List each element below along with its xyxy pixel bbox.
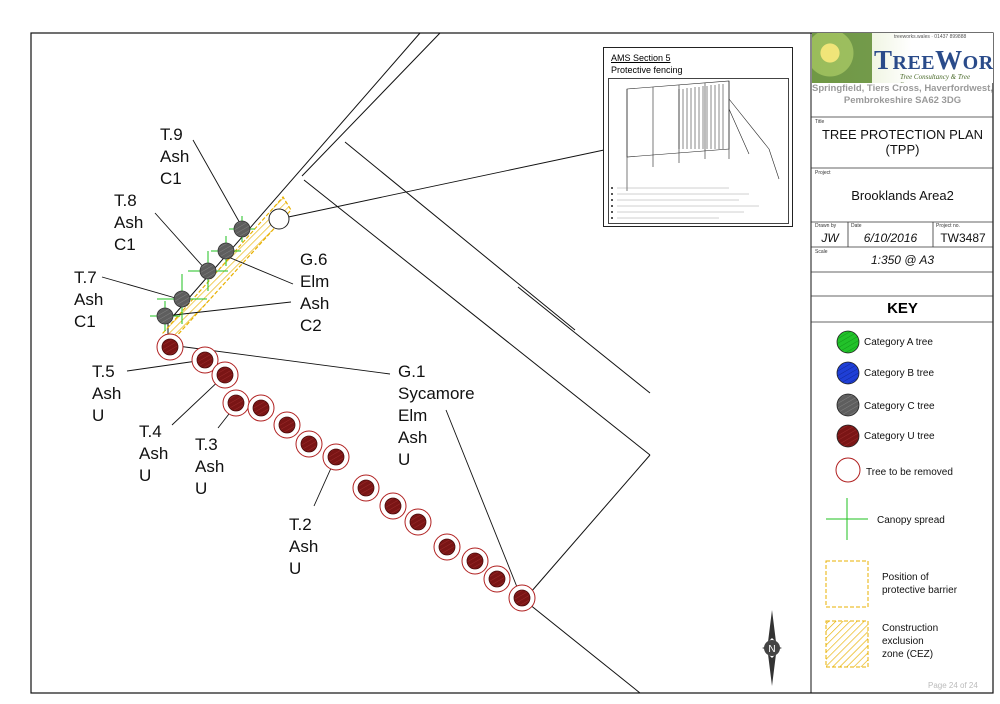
category-u-tree-marker bbox=[227, 394, 245, 412]
leaf-logo-icon bbox=[812, 33, 872, 83]
inset-subheading: Protective fencing bbox=[611, 65, 683, 75]
label-t7: T.7 Ash C1 bbox=[74, 268, 104, 331]
label-t9: T.9 Ash C1 bbox=[160, 125, 190, 188]
scale-caption: Scale bbox=[815, 249, 828, 255]
drawn-by: JW bbox=[821, 231, 839, 245]
date-caption: Date bbox=[851, 223, 862, 229]
key-item-cez: Construction exclusion zone (CEZ) bbox=[882, 623, 939, 660]
category-u-tree-marker bbox=[196, 351, 214, 369]
label-t4: T.4 Ash U bbox=[139, 422, 169, 485]
fencing-illustration bbox=[611, 80, 780, 219]
drawing-date: 6/10/2016 bbox=[863, 231, 918, 245]
key-item-category-b: Category B tree bbox=[864, 368, 935, 379]
key-symbols bbox=[825, 330, 869, 668]
north-label: N bbox=[768, 644, 775, 655]
category-u-tree-marker bbox=[252, 399, 270, 417]
category-u-tree-marker bbox=[513, 589, 531, 607]
inset-heading: AMS Section 5 bbox=[611, 53, 671, 63]
company-logo: treeworks.wales · 01437 899888 TREEWORKS… bbox=[812, 33, 993, 83]
drawn-by-caption: Drawn by bbox=[815, 223, 837, 229]
ams-fencing-inset: AMS Section 5 Protective fencing bbox=[603, 47, 793, 227]
category-u-tree-marker bbox=[488, 570, 506, 588]
tree-circle-open bbox=[268, 208, 290, 230]
category-u-tree-marker bbox=[466, 552, 484, 570]
category-u-tree-marker bbox=[327, 448, 345, 466]
category-u-tree-marker bbox=[438, 538, 456, 556]
label-t2: T.2 Ash U bbox=[289, 515, 319, 578]
drawing-scale: 1:350 @ A3 bbox=[870, 253, 935, 267]
category-u-tree-marker bbox=[278, 416, 296, 434]
category-u-tree-marker bbox=[300, 435, 318, 453]
sheet-border bbox=[30, 32, 994, 694]
project-number: TW3487 bbox=[940, 231, 986, 245]
drawing-title: TREE PROTECTION PLAN (TPP) bbox=[821, 127, 984, 157]
category-u-trees bbox=[156, 333, 536, 612]
page-footer: Page 24 of 24 bbox=[928, 681, 978, 690]
project-name: Brooklands Area2 bbox=[851, 188, 954, 203]
key-item-category-u: Category U tree bbox=[864, 431, 935, 442]
category-u-tree-marker bbox=[161, 338, 179, 356]
label-g6: G.6 Elm Ash C2 bbox=[300, 250, 330, 335]
key-item-canopy: Canopy spread bbox=[877, 515, 945, 526]
label-t5: T.5 Ash U bbox=[92, 362, 122, 425]
label-leader-lines bbox=[101, 139, 605, 598]
title-block-grid bbox=[811, 116, 993, 323]
company-name: TREEWORKS bbox=[874, 45, 993, 75]
project-no-caption: Project no. bbox=[936, 223, 960, 229]
category-u-tree-marker bbox=[357, 479, 375, 497]
company-url: treeworks.wales · 01437 899888 bbox=[894, 34, 967, 40]
project-caption: Project bbox=[815, 170, 831, 176]
label-g1: G.1 Sycamore Elm Ash U bbox=[398, 362, 475, 469]
key-item-removed: Tree to be removed bbox=[866, 467, 953, 478]
category-u-tree-marker bbox=[409, 513, 427, 531]
key-title: KEY bbox=[887, 300, 918, 317]
category-u-tree-marker bbox=[384, 497, 402, 515]
title-caption: Title bbox=[815, 119, 825, 125]
construction-exclusion-zone bbox=[162, 195, 292, 341]
category-u-tree-marker bbox=[216, 366, 234, 384]
north-arrow: N bbox=[762, 610, 782, 686]
fencing-diagram bbox=[608, 78, 789, 224]
label-t8: T.8 Ash C1 bbox=[114, 191, 144, 254]
company-tagline: Tree Consultancy & Tree Surgery bbox=[900, 73, 971, 83]
key-item-category-c: Category C tree bbox=[864, 401, 935, 412]
category-c-trees bbox=[150, 216, 255, 331]
key-item-category-a: Category A tree bbox=[864, 337, 933, 348]
label-t3: T.3 Ash U bbox=[195, 435, 225, 498]
key-item-barrier: Position of protective barrier bbox=[882, 572, 958, 596]
company-address: Springfield, Tiers Cross, Haverfordwest,… bbox=[812, 83, 993, 106]
